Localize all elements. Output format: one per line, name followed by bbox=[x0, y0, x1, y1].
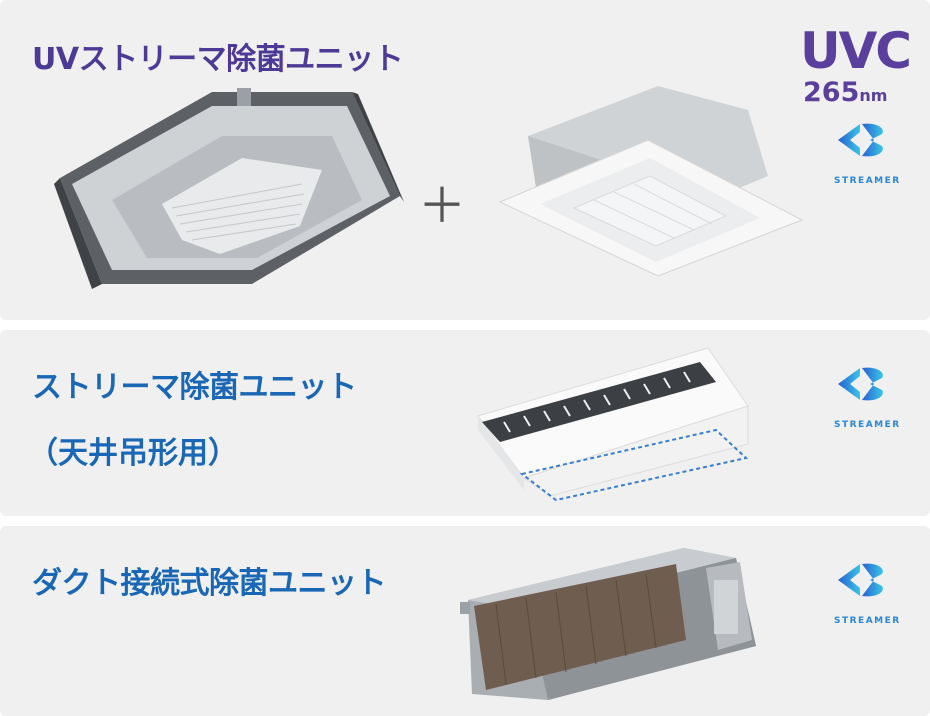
duct-unit-title: ダクト接続式除菌ユニット bbox=[32, 566, 387, 601]
duct-unit-section bbox=[0, 526, 930, 716]
streamer-label: STREAMER bbox=[834, 616, 901, 626]
duct-unit-image bbox=[460, 548, 756, 700]
ceiling-suspended-unit-image bbox=[477, 347, 749, 502]
streamer-logo-icon bbox=[838, 367, 883, 401]
uvc-badge-text: UVC bbox=[800, 22, 912, 80]
uv-streamer-unit-title: UVストリーマ除菌ユニット bbox=[32, 42, 404, 77]
streamer-unit-ceiling-section bbox=[0, 330, 930, 516]
plus-icon: ＋ bbox=[418, 178, 467, 234]
streamer-logo-icon bbox=[838, 563, 883, 597]
streamer-label: STREAMER bbox=[834, 176, 901, 186]
uvc-badge-wavelength: 265nm bbox=[803, 77, 888, 108]
streamer-label: STREAMER bbox=[834, 420, 901, 430]
streamer-unit-subtitle: （天井吊形用） bbox=[28, 436, 238, 471]
cassette-unit-panel-image bbox=[498, 86, 804, 276]
cassette-unit-open-image bbox=[54, 88, 404, 289]
streamer-logo-icon bbox=[838, 123, 883, 157]
streamer-unit-title: ストリーマ除菌ユニット bbox=[32, 370, 357, 405]
